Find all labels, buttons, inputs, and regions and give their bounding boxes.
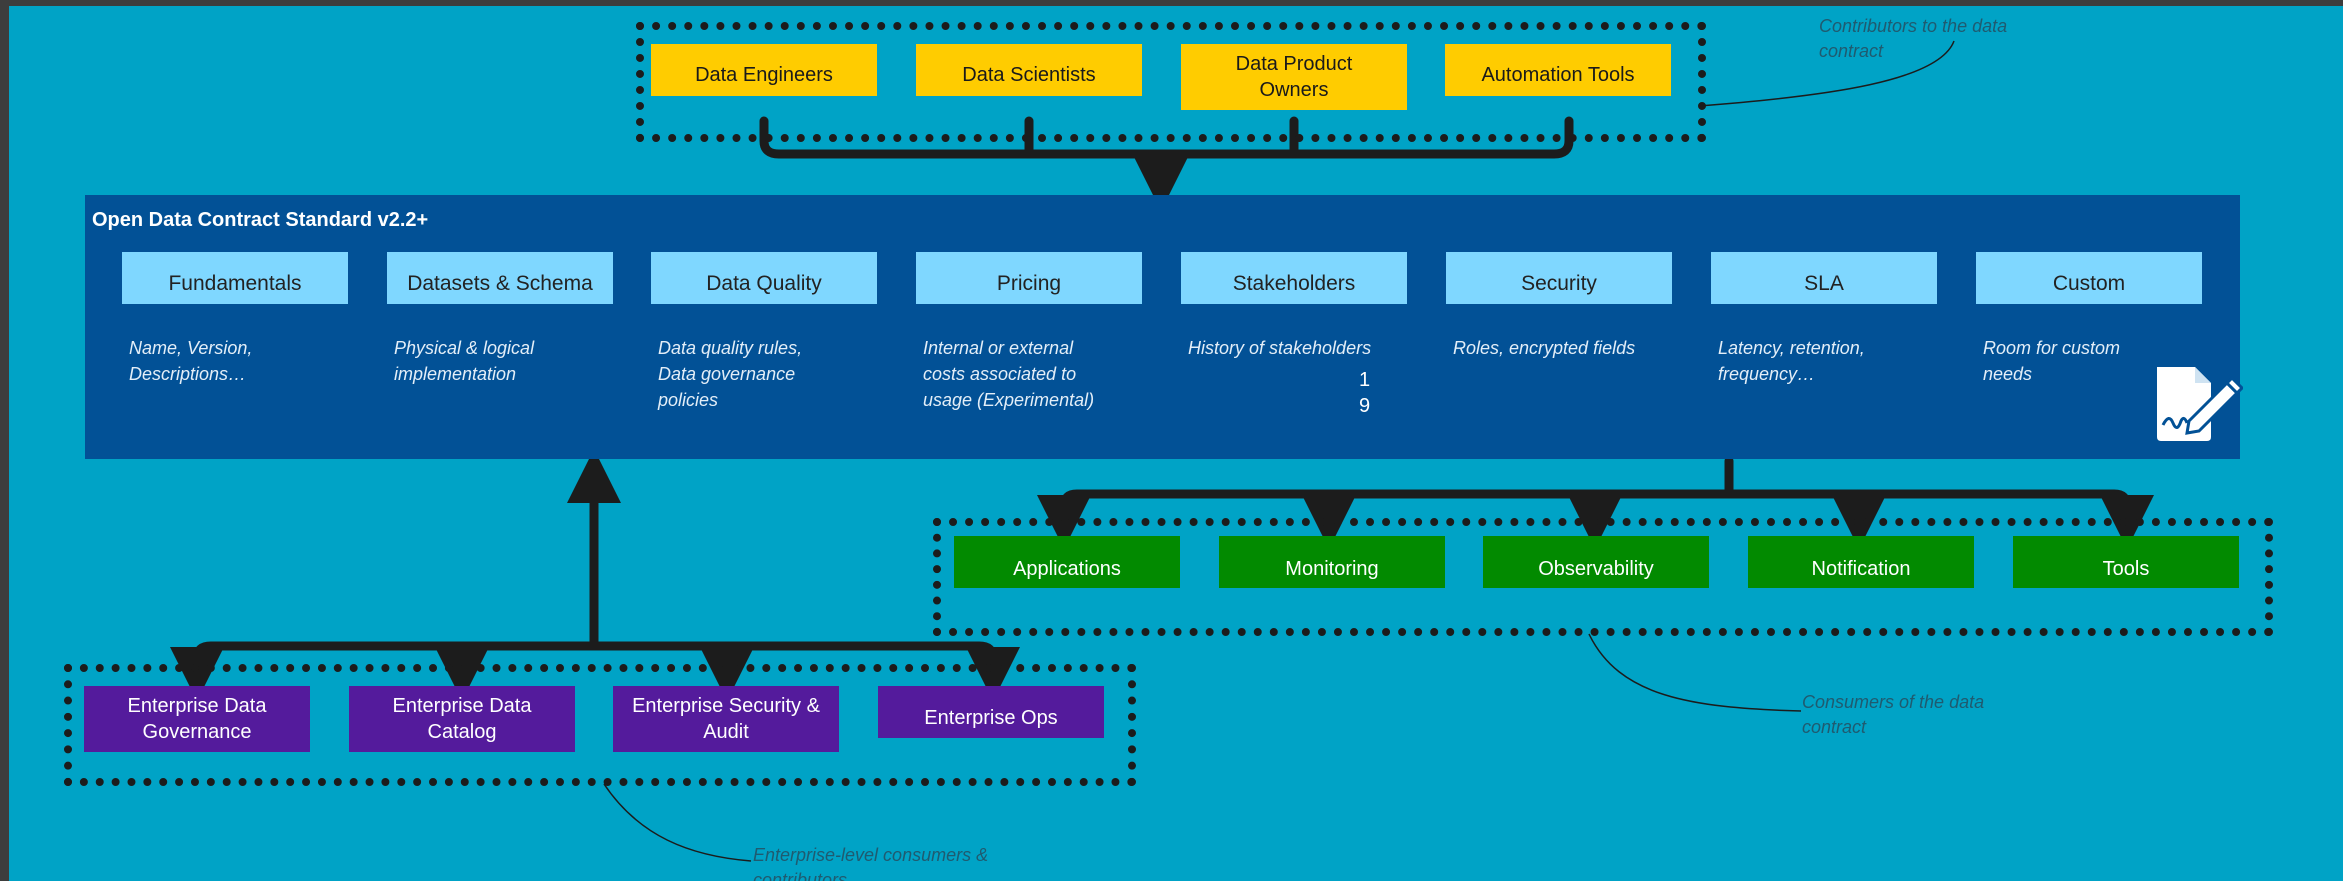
section-fundamentals: Fundamentals: [122, 252, 348, 304]
section-label: Fundamentals: [168, 272, 302, 296]
contributors-note: Contributors to the data contract: [1819, 16, 2008, 62]
enterprise-data-catalog: Enterprise Data Catalog: [349, 686, 575, 752]
section-description: Physical & logical implementation: [394, 338, 535, 385]
consumer-label: Notification: [1811, 558, 1911, 580]
contributor-label: Data Product Owners: [1235, 53, 1353, 101]
consumer-label: Applications: [1013, 558, 1121, 580]
contributor-automation-tools: Automation Tools: [1445, 44, 1671, 96]
contributor-data-product-owners: Data Product Owners: [1181, 44, 1407, 110]
section-label: Pricing: [996, 272, 1062, 296]
consumer-label: Observability: [1538, 558, 1654, 580]
enterprise-label: Enterprise Ops: [924, 707, 1058, 729]
section-description: Internal or external costs associated to…: [923, 338, 1095, 411]
section-label: Stakeholders: [1232, 272, 1356, 296]
consumer-applications: Applications: [954, 536, 1180, 588]
enterprise-note: Enterprise-level consumers & contributor…: [753, 845, 989, 881]
contributor-label: Data Engineers: [695, 64, 833, 86]
consumer-observability: Observability: [1483, 536, 1709, 588]
contributor-label: Data Scientists: [962, 64, 1096, 86]
section-pricing: Pricing: [916, 252, 1142, 304]
standard-panel: Open Data Contract Standard v2.2+ Fundam…: [85, 195, 2245, 459]
enterprise-label: Enterprise Data Catalog: [392, 695, 532, 743]
consumers-note: Consumers of the data contract: [1802, 692, 1985, 738]
section-label: Custom: [2052, 272, 2126, 296]
section-custom: Custom: [1976, 252, 2202, 304]
section-label: Security: [1521, 272, 1597, 296]
section-sla: SLA: [1711, 252, 1937, 304]
consumer-monitoring: Monitoring: [1219, 536, 1445, 588]
enterprise-security-audit: Enterprise Security & Audit: [613, 686, 839, 752]
section-label: Data Quality: [706, 272, 822, 296]
stray-number: 9: [1359, 395, 1371, 417]
consumer-label: Tools: [2102, 558, 2150, 580]
section-description: Latency, retention, frequency…: [1718, 338, 1865, 385]
contributors-group: [636, 22, 1706, 142]
section-stakeholders: Stakeholders: [1181, 252, 1407, 304]
stray-number: 1: [1359, 369, 1371, 391]
enterprise-label: Enterprise Security & Audit: [632, 695, 820, 743]
section-data-quality: Data Quality: [651, 252, 877, 304]
section-security: Security: [1446, 252, 1672, 304]
enterprise-ops: Enterprise Ops: [878, 686, 1104, 738]
enterprise-group: [64, 664, 1136, 786]
consumer-notification: Notification: [1748, 536, 1974, 588]
consumer-label: Monitoring: [1285, 558, 1379, 580]
enterprise-data-governance: Enterprise Data Governance: [84, 686, 310, 752]
enterprise-note-callout: [603, 783, 752, 862]
contributor-data-engineers: Data Engineers: [651, 44, 877, 96]
consumers-bracket: [1059, 489, 2132, 526]
consumers-note-callout: [1588, 633, 1802, 712]
section-description: Data quality rules, Data governance poli…: [658, 338, 803, 411]
consumers-group: [933, 518, 2273, 636]
section-label: Datasets & Schema: [407, 272, 593, 296]
section-description: Roles, encrypted fields: [1453, 338, 1636, 358]
consumer-tools: Tools: [2013, 536, 2239, 588]
contributor-label: Automation Tools: [1481, 64, 1635, 86]
contract-signature-icon: [2153, 363, 2245, 445]
section-description: History of stakeholders: [1188, 338, 1372, 358]
diagram-canvas: Data Engineers Data Scientists Data Prod…: [9, 6, 2343, 881]
section-description: Room for custom needs: [1983, 338, 2121, 385]
contributor-data-scientists: Data Scientists: [916, 44, 1142, 96]
section-description: Name, Version, Descriptions…: [129, 338, 253, 385]
section-datasets-schema: Datasets & Schema: [387, 252, 613, 304]
enterprise-label: Enterprise Data Governance: [127, 695, 267, 743]
standard-title: Open Data Contract Standard v2.2+: [92, 209, 429, 231]
section-label: SLA: [1804, 272, 1844, 296]
